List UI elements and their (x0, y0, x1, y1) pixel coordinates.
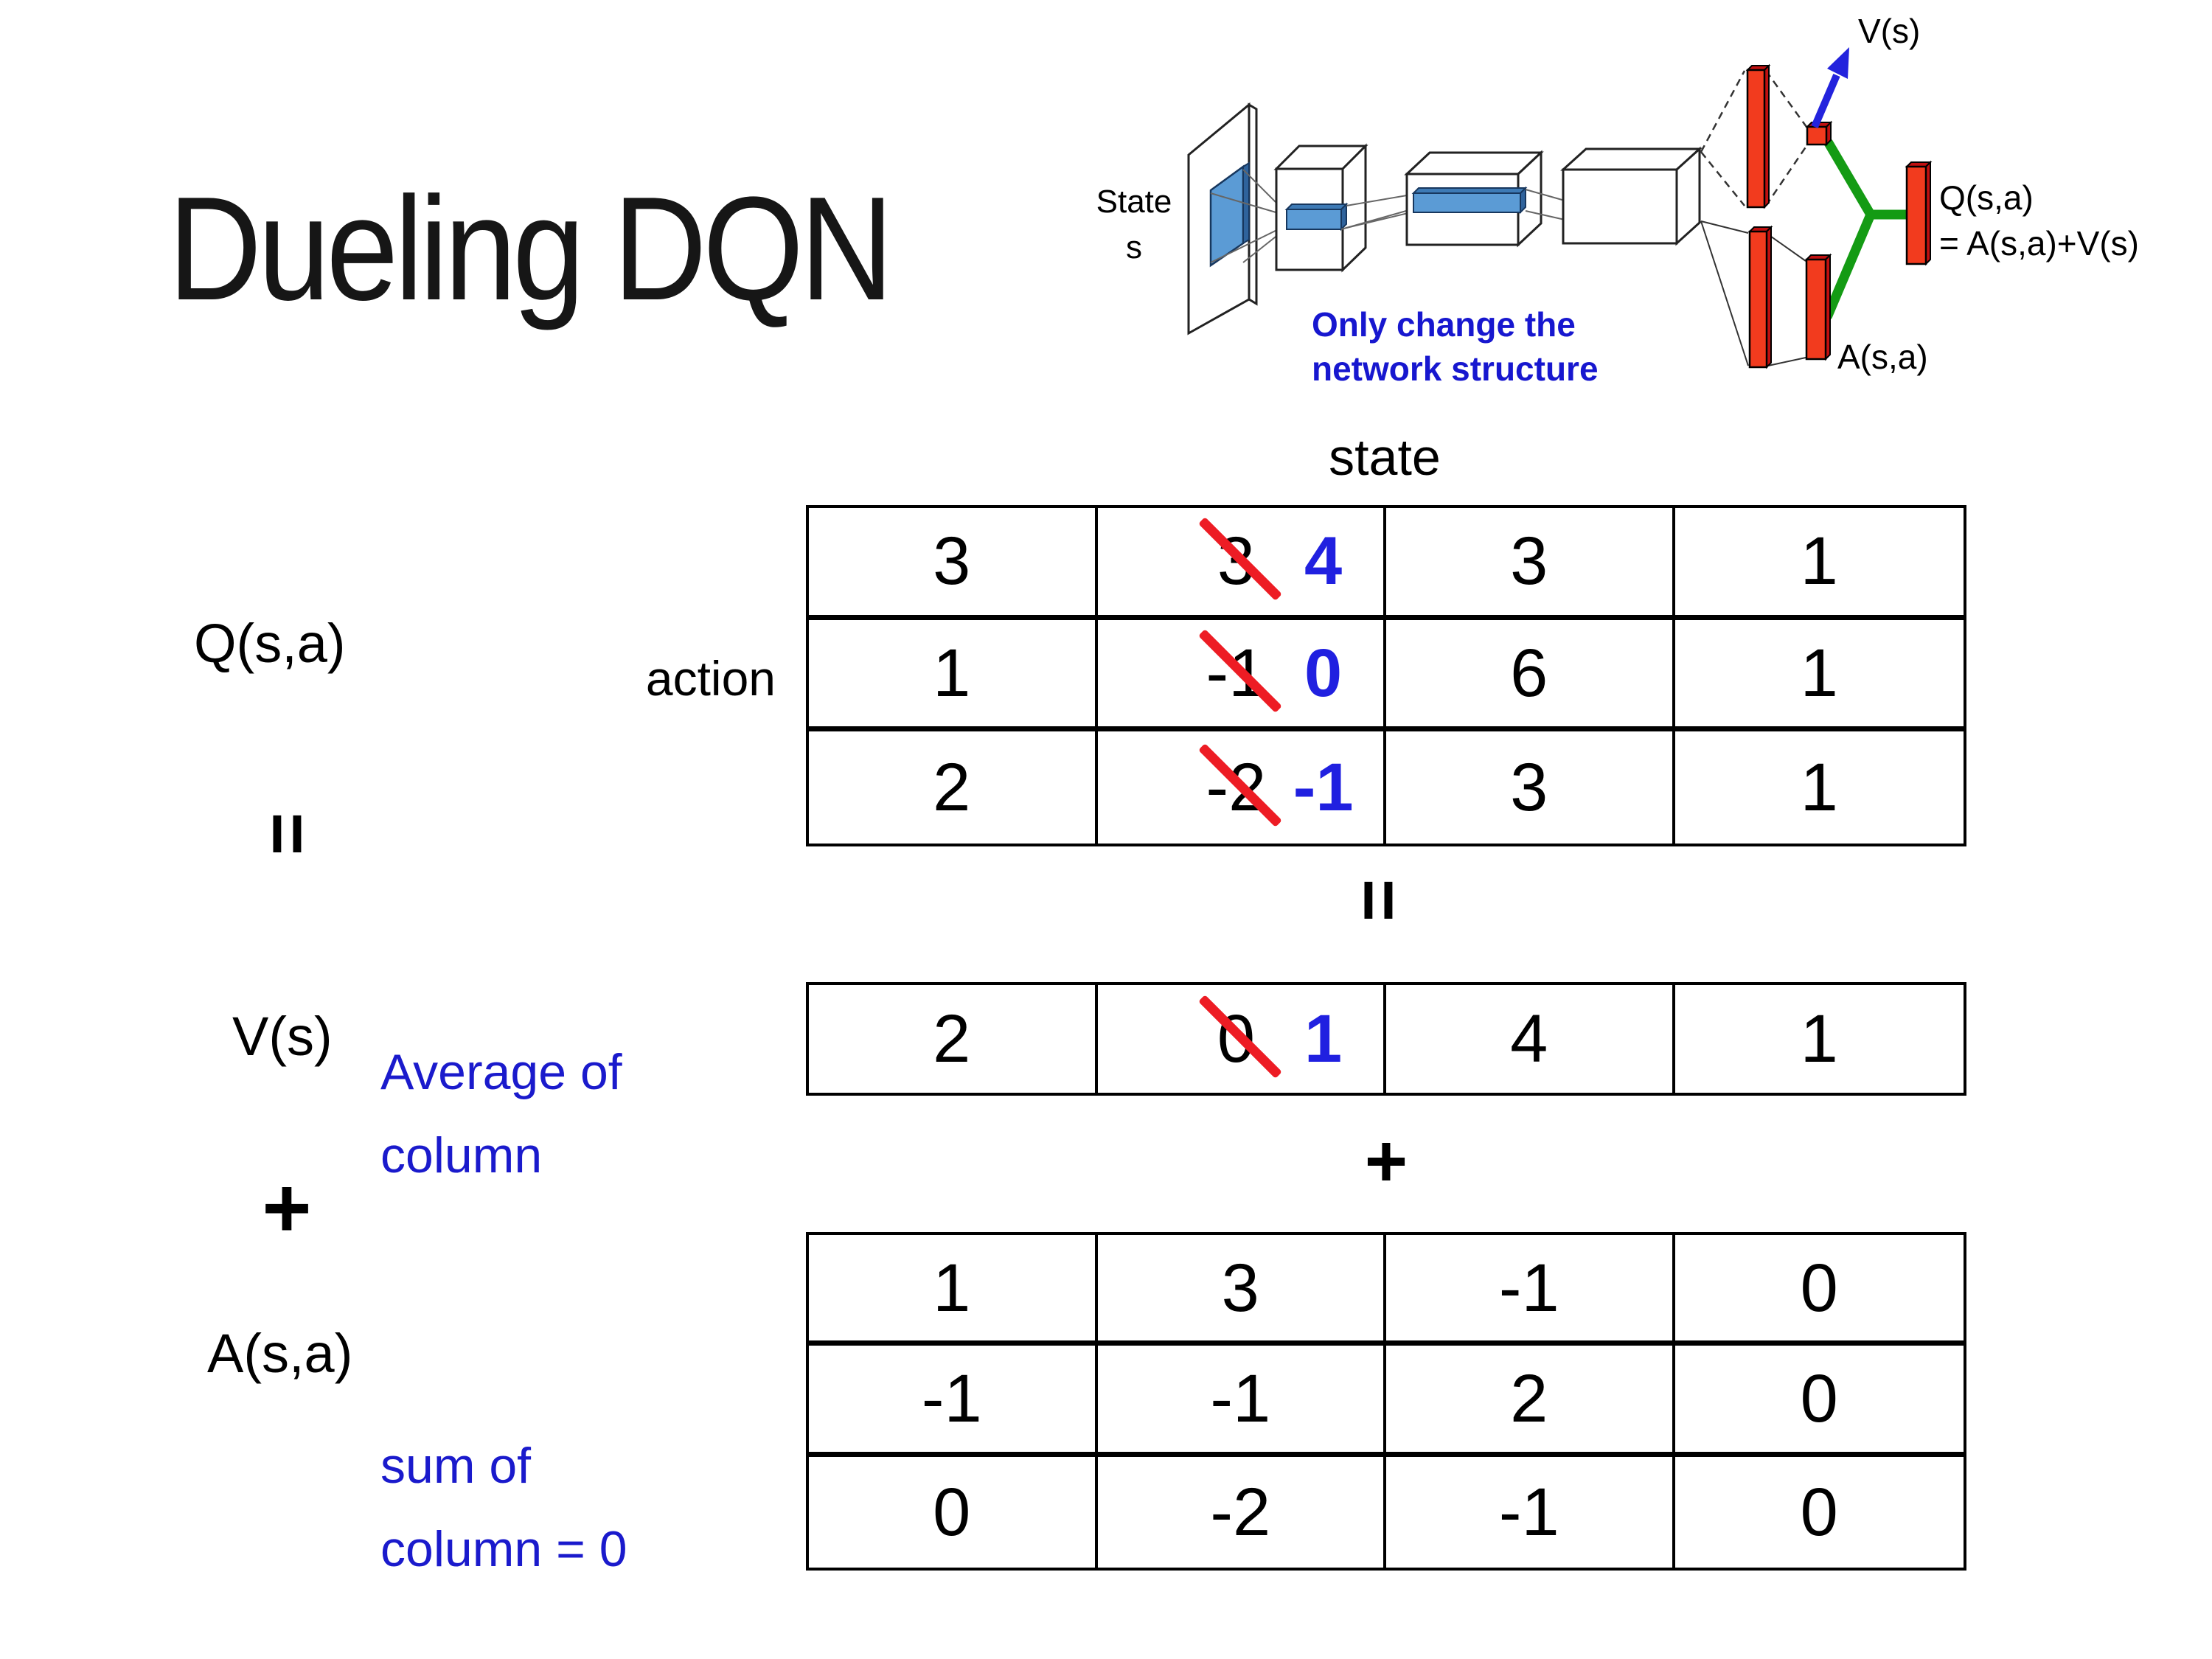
table-cell: 2 (1386, 1346, 1675, 1457)
corrected-value: 0 (1304, 635, 1343, 711)
cell-value: 0 (1800, 1250, 1838, 1326)
plus-sign-mid: + (1364, 1120, 1408, 1203)
fc-red-bar-top (1745, 63, 1771, 209)
average-note: Average of column (380, 1031, 622, 1197)
corrected-value: 1 (1304, 1001, 1343, 1077)
diagram-q-output-formula: = A(s,a)+V(s) (1939, 224, 2139, 262)
feature-map-icon-1 (1284, 202, 1349, 232)
average-note-line2: column (380, 1127, 543, 1183)
q-matrix-label: Q(s,a) (194, 613, 346, 674)
sum-note: sum of column = 0 (380, 1425, 627, 1591)
fc-red-bar-bottom (1747, 225, 1773, 369)
cell-value: 0 (933, 1474, 971, 1550)
sum-note-line2: column = 0 (380, 1520, 627, 1577)
merge-junction (1823, 138, 1912, 321)
q-output-bar (1905, 160, 1933, 266)
dashed-links-value-stream (1700, 70, 1808, 206)
table-cell: 1 (1674, 985, 1964, 1093)
table-cell-crossed: -1 0 (1097, 619, 1386, 732)
diagram-note-line2: network structure (1312, 349, 1599, 388)
advantage-vector-bar (1804, 253, 1832, 361)
v-matrix-label: V(s) (232, 1006, 333, 1067)
table-cell: 1 (1674, 619, 1964, 732)
cell-value: 3 (1510, 524, 1548, 599)
average-note-line1: Average of (380, 1044, 622, 1100)
table-cell: 1 (1674, 731, 1964, 844)
table-cell: 0 (1674, 1235, 1964, 1346)
state-axis-label: state (1329, 428, 1441, 486)
diagram-v-output-label: V(s) (1858, 12, 1920, 50)
q-value-table: 3 3 4 3 1 1 -1 0 6 1 2 -2 -1 3 1 (806, 505, 1966, 846)
table-cell: -2 (1097, 1456, 1386, 1568)
table-cell: 2 (809, 731, 1098, 844)
cell-value: 1 (1800, 1001, 1838, 1077)
table-cell: 2 (809, 985, 1098, 1093)
table-cell: -1 (1386, 1235, 1675, 1346)
table-cell: 6 (1386, 619, 1675, 732)
cell-value: -1 (1498, 1250, 1559, 1326)
cell-value: 3 (933, 524, 971, 599)
diagram-q-output-label: Q(s,a) (1939, 178, 2034, 217)
cell-value: 0 (1800, 1474, 1838, 1550)
table-cell: 0 (809, 1456, 1098, 1568)
table-cell: 3 (1386, 508, 1675, 620)
cell-value: 1 (933, 635, 971, 711)
diagram-state-sub: s (1126, 229, 1142, 265)
state-value-row: 2 0 1 4 1 (806, 982, 1966, 1096)
table-cell: -1 (1097, 1346, 1386, 1457)
table-cell: 0 (1674, 1456, 1964, 1568)
diagram-state-label: State (1096, 184, 1172, 220)
cell-value: -1 (1498, 1474, 1559, 1550)
feature-map-icon-2 (1411, 186, 1528, 215)
cell-value: 6 (1510, 635, 1548, 711)
table-cell-crossed: 0 1 (1097, 985, 1386, 1093)
cell-value: -1 (1210, 1360, 1271, 1436)
plus-sign-left: + (262, 1161, 312, 1256)
table-cell: 1 (1674, 508, 1964, 620)
corrected-value: 4 (1304, 524, 1343, 599)
table-cell: -1 (809, 1346, 1098, 1457)
table-cell: -1 (1386, 1456, 1675, 1568)
cell-value: 1 (1800, 524, 1838, 599)
projection-lines-2 (1340, 194, 1412, 230)
table-cell: 3 (1386, 731, 1675, 844)
table-cell: 3 (1097, 1235, 1386, 1346)
table-cell: 0 (1674, 1346, 1964, 1457)
action-axis-label: action (645, 651, 776, 706)
slide-title: Dueling DQN (168, 167, 894, 331)
advantage-table: 1 3 -1 0 -1 -1 2 0 0 -2 -1 0 (806, 1232, 1966, 1571)
diagram-note-line1: Only change the (1312, 305, 1576, 344)
table-cell-crossed: -2 -1 (1097, 731, 1386, 844)
cell-value: -1 (921, 1360, 982, 1436)
table-cell-crossed: 3 4 (1097, 508, 1386, 620)
conv-filter-icon (1209, 161, 1250, 268)
equals-sign-mid: = (1338, 878, 1420, 922)
sum-note-line1: sum of (380, 1438, 532, 1494)
cell-value: 1 (933, 1250, 971, 1326)
equals-sign-left: = (246, 812, 329, 856)
cell-value: 1 (1800, 750, 1838, 826)
diagram-a-output-label: A(s,a) (1837, 338, 1928, 376)
table-cell: 3 (809, 508, 1098, 620)
cell-value: 2 (933, 750, 971, 826)
cell-value: 1 (1800, 635, 1838, 711)
table-cell: 1 (809, 619, 1098, 732)
links-advantage-stream (1700, 220, 1806, 366)
a-matrix-label: A(s,a) (207, 1323, 353, 1384)
corrected-value: -1 (1293, 750, 1354, 826)
dueling-network-diagram: State s V(s) Q(s,a) = A(s,a)+V(s) A(s,a)… (1096, 12, 2139, 388)
cell-value: 2 (933, 1001, 971, 1077)
cell-value: 0 (1800, 1360, 1838, 1436)
cell-value: 4 (1510, 1001, 1548, 1077)
value-output-arrow (1811, 47, 1849, 128)
cell-value: 2 (1510, 1360, 1548, 1436)
projection-lines-3 (1525, 189, 1565, 220)
table-cell: 4 (1386, 985, 1675, 1093)
cell-value: -2 (1210, 1474, 1271, 1550)
cell-value: 3 (1510, 750, 1548, 826)
cell-value: 3 (1221, 1250, 1259, 1326)
table-cell: 1 (809, 1235, 1098, 1346)
fc-layer-box (1560, 146, 1703, 246)
